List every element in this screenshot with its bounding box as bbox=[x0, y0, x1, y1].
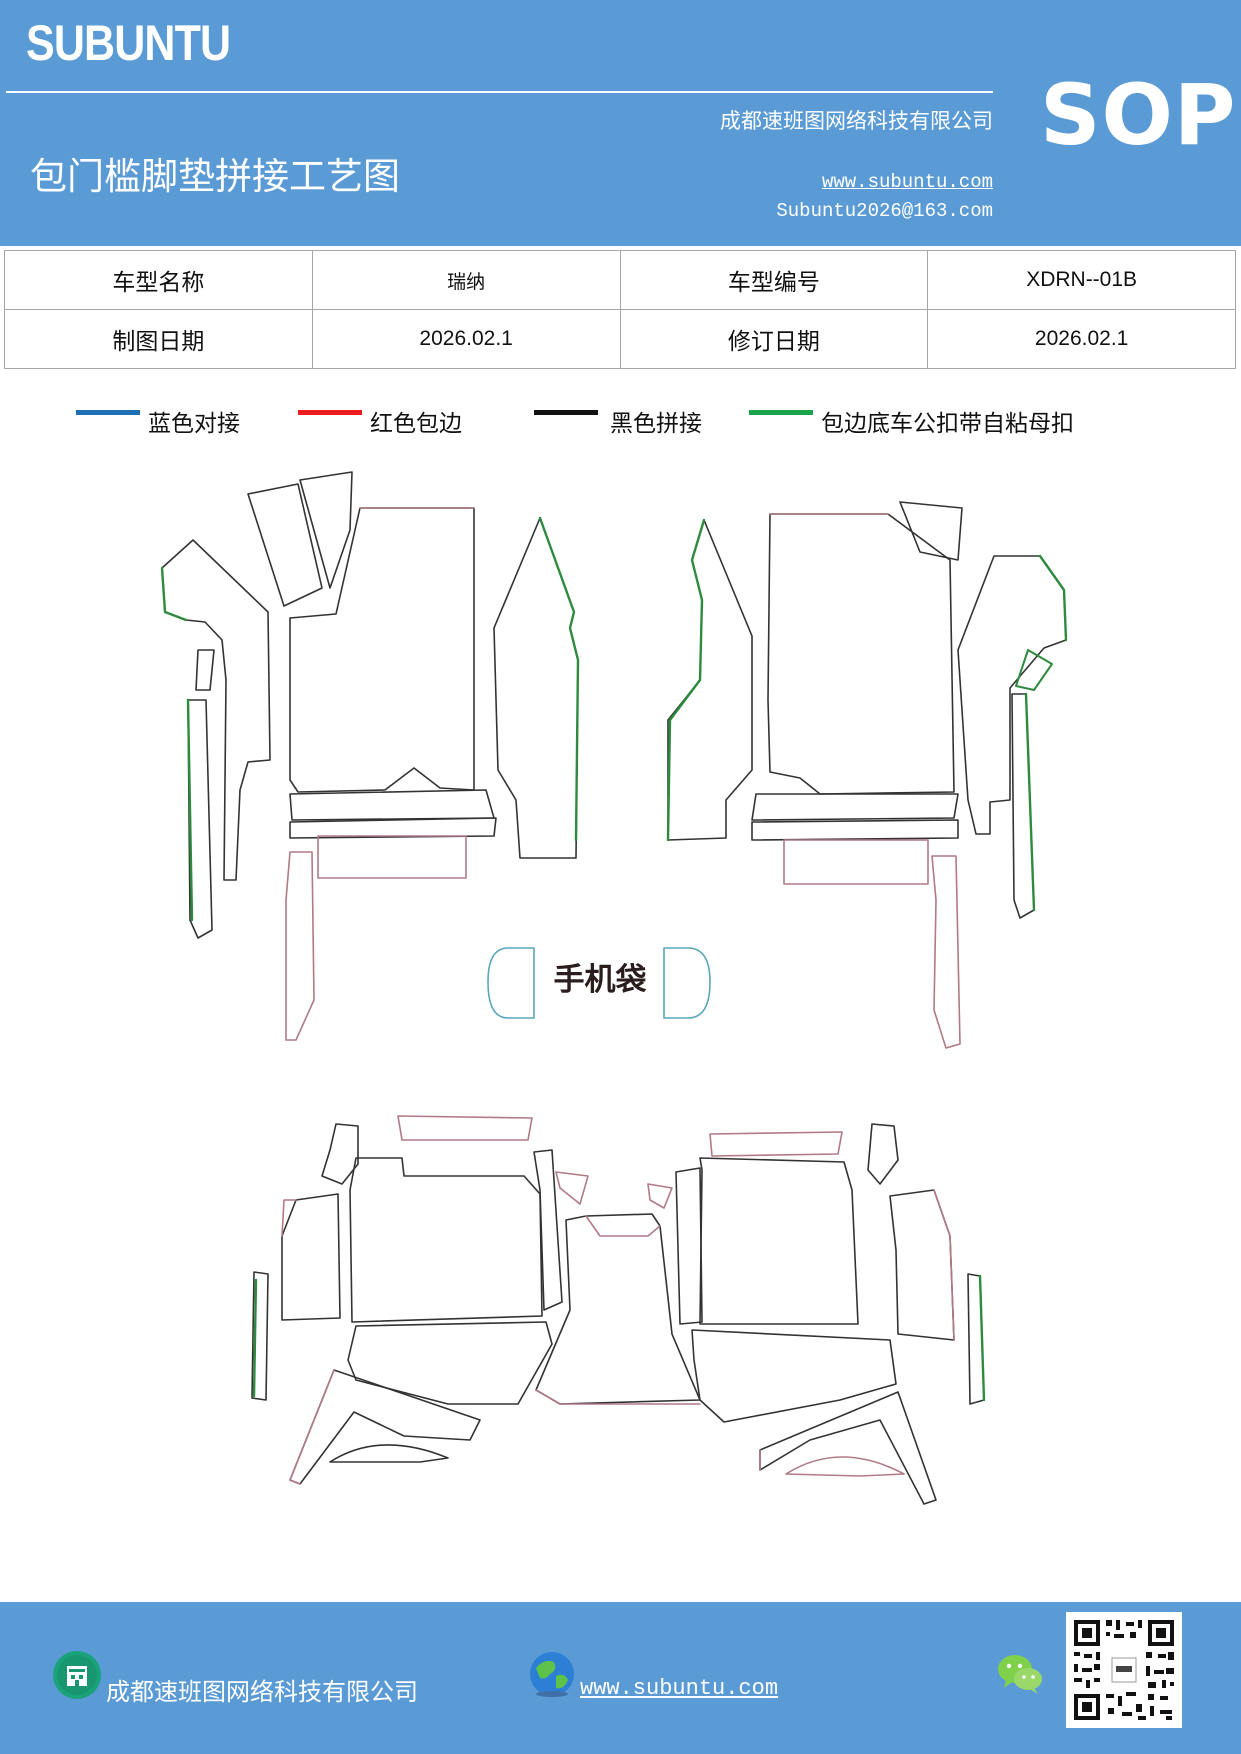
globe-icon bbox=[530, 1652, 574, 1697]
footer-company: 成都速班图网络科技有限公司 bbox=[106, 1678, 418, 1706]
footer: 成都速班图网络科技有限公司 www.subuntu.com bbox=[0, 1602, 1241, 1754]
legend-swatch-blue bbox=[76, 410, 140, 415]
header: SUBUNTU 成都速班图网络科技有限公司 包门槛脚垫拼接工艺图 www.sub… bbox=[0, 0, 1241, 246]
model-name-value: 瑞纳 bbox=[311, 250, 621, 310]
model-code-label: 车型编号 bbox=[619, 250, 929, 310]
front-right-mat-group bbox=[666, 501, 1068, 1049]
legend: 蓝色对接 红色包边 黑色拼接 包边底车公扣带自粘母扣 bbox=[0, 400, 1241, 440]
table-row: 车型名称 瑞纳 车型编号 XDRN--01B bbox=[4, 250, 1236, 310]
legend-label: 黑色拼接 bbox=[610, 411, 702, 437]
model-code-value: XDRN--01B bbox=[927, 250, 1236, 310]
legend-label: 蓝色对接 bbox=[148, 411, 240, 437]
website-link[interactable]: www.subuntu.com bbox=[821, 171, 993, 193]
phone-pocket-group bbox=[487, 947, 711, 1019]
phone-pocket-label: 手机袋 bbox=[554, 962, 647, 998]
wechat-icon bbox=[998, 1655, 1042, 1694]
brand-logo: SUBUNTU bbox=[26, 15, 231, 71]
email-address: Subuntu2026@163.com bbox=[776, 200, 993, 222]
header-divider bbox=[6, 91, 993, 93]
revise-date-value: 2026.02.1 bbox=[927, 309, 1236, 369]
legend-swatch-red bbox=[298, 410, 362, 415]
legend-label: 红色包边 bbox=[370, 411, 462, 437]
draw-date-value: 2026.02.1 bbox=[311, 309, 621, 369]
model-name-label: 车型名称 bbox=[4, 250, 313, 310]
company-name: 成都速班图网络科技有限公司 bbox=[720, 109, 993, 133]
sop-badge: SOP bbox=[1040, 66, 1237, 164]
qr-code[interactable] bbox=[1066, 1612, 1182, 1728]
footer-website-link[interactable]: www.subuntu.com bbox=[580, 1676, 779, 1701]
building-icon bbox=[53, 1651, 101, 1699]
draw-date-label: 制图日期 bbox=[4, 309, 313, 369]
rear-mat-group bbox=[251, 1115, 986, 1505]
legend-swatch-black bbox=[534, 410, 598, 415]
front-left-mat-group bbox=[160, 471, 580, 1041]
legend-label: 包边底车公扣带自粘母扣 bbox=[821, 411, 1074, 437]
info-table: 车型名称 瑞纳 车型编号 XDRN--01B 制图日期 2026.02.1 修订… bbox=[4, 250, 1236, 369]
floor-mat-diagram: 手机袋 bbox=[160, 471, 1068, 1505]
revise-date-label: 修订日期 bbox=[619, 309, 929, 369]
legend-swatch-green bbox=[749, 410, 813, 415]
page-title: 包门槛脚垫拼接工艺图 bbox=[30, 155, 400, 198]
table-row: 制图日期 2026.02.1 修订日期 2026.02.1 bbox=[4, 309, 1236, 369]
